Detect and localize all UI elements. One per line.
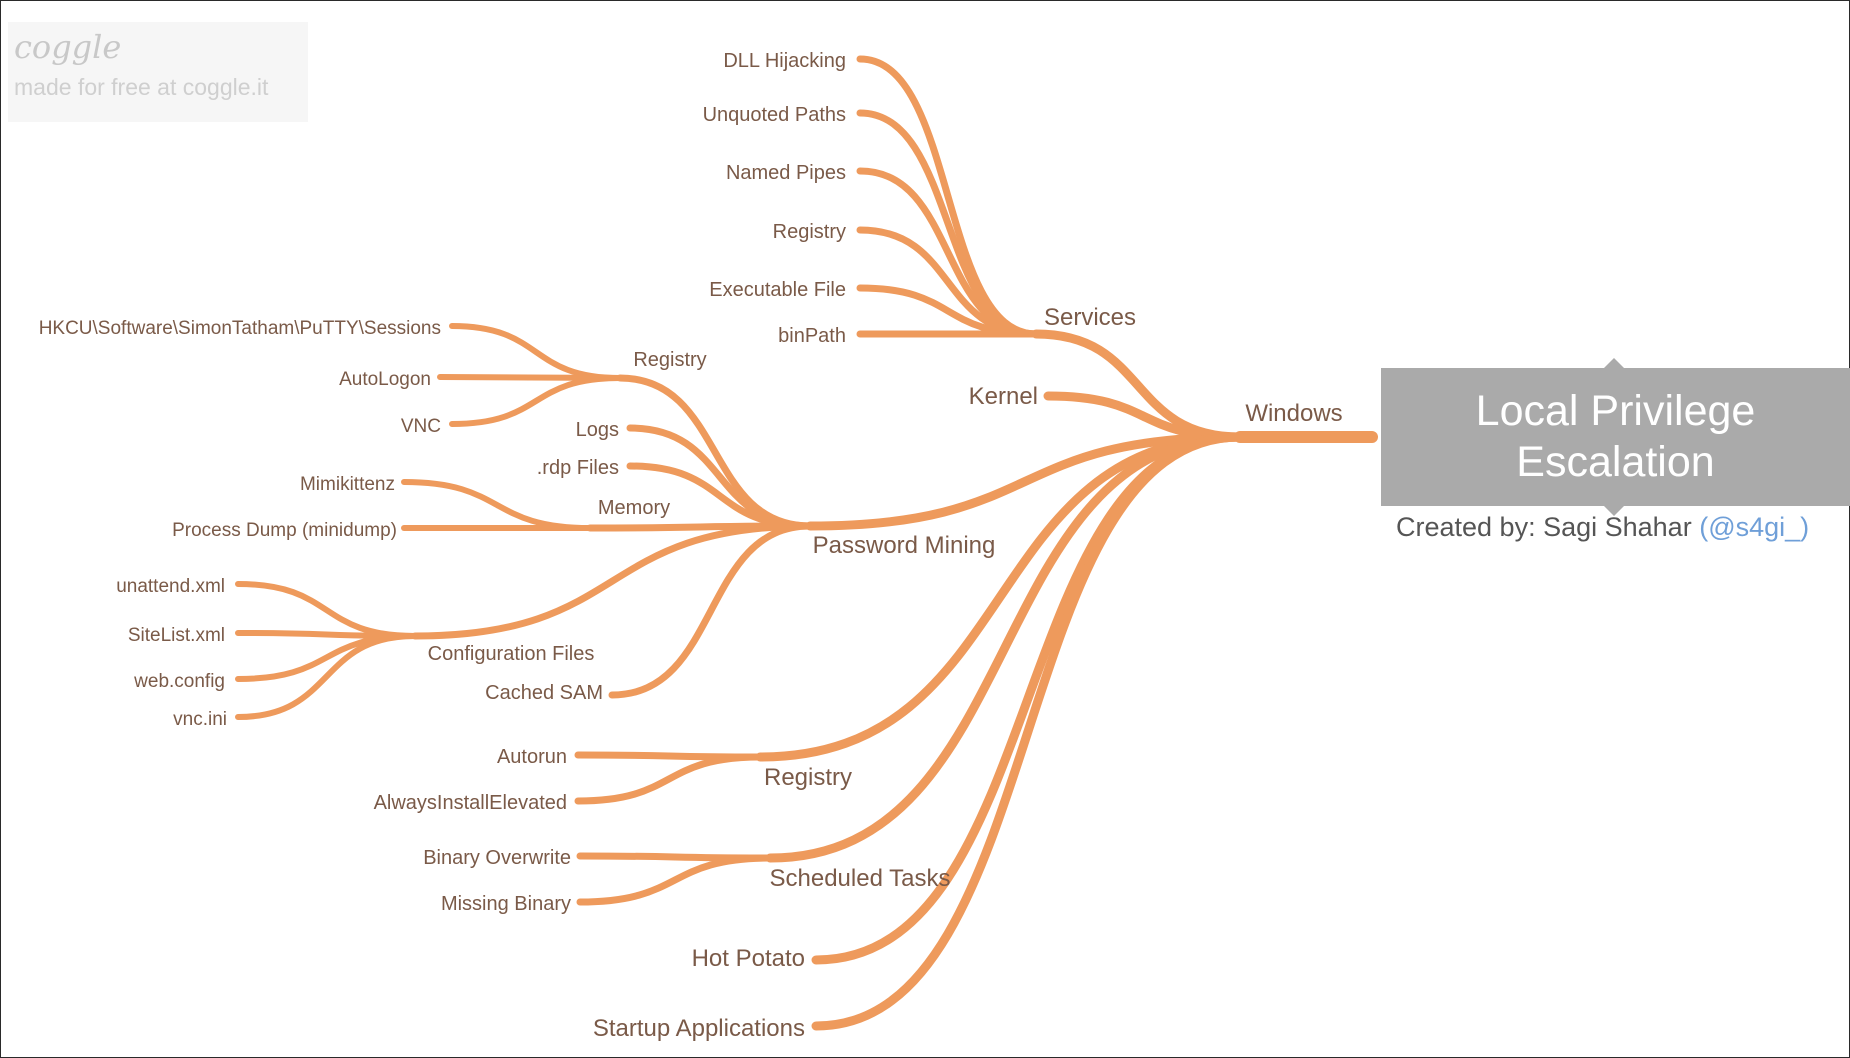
node-label[interactable]: HKCU\Software\SimonTatham\PuTTY\Sessions xyxy=(39,318,441,339)
branch-c2-3-0 xyxy=(401,479,593,531)
branch-c0 xyxy=(1031,329,1245,442)
node-label[interactable]: Autorun xyxy=(497,746,567,768)
node-label[interactable]: VNC xyxy=(401,416,441,437)
branch-c2-4-0 xyxy=(235,581,418,639)
node-label[interactable]: AutoLogon xyxy=(339,369,431,390)
root-node[interactable]: Local Privilege Escalation xyxy=(1381,368,1850,506)
branch-c2-5 xyxy=(608,522,814,699)
node-label[interactable]: Configuration Files xyxy=(428,643,595,665)
branch-c2-0-2 xyxy=(449,375,623,427)
node-label[interactable]: Missing Binary xyxy=(441,893,571,915)
branch-c4-1 xyxy=(576,854,774,906)
credit-handle-link[interactable]: (@s4gi_) xyxy=(1699,512,1810,542)
branch-c2-0-0 xyxy=(449,323,623,381)
node-label[interactable]: Logs xyxy=(576,419,619,441)
coggle-watermark: coggle made for free at coggle.it xyxy=(8,22,308,122)
node-label[interactable]: Binary Overwrite xyxy=(423,847,571,869)
coggle-tagline: made for free at coggle.it xyxy=(14,74,269,100)
node-label[interactable]: Mimikittenz xyxy=(300,474,395,495)
node-label[interactable]: unattend.xml xyxy=(116,576,225,597)
node-label[interactable]: Services xyxy=(1044,304,1136,331)
author-credit: Created by: Sagi Shahar (@s4gi_) xyxy=(1396,512,1809,543)
branch-c4 xyxy=(765,432,1245,863)
branch-c6 xyxy=(811,432,1245,1031)
credit-author: Created by: Sagi Shahar xyxy=(1396,512,1692,542)
branch-c3-1 xyxy=(574,753,764,805)
node-label[interactable]: SiteList.xml xyxy=(128,625,225,646)
node-label[interactable]: Cached SAM xyxy=(485,682,603,704)
node-label[interactable]: Named Pipes xyxy=(726,162,846,184)
node-label[interactable]: Kernel xyxy=(969,383,1038,410)
node-label[interactable]: AlwaysInstallElevated xyxy=(374,792,567,814)
node-label[interactable]: Registry xyxy=(764,764,852,791)
root-title: Local Privilege Escalation xyxy=(1475,387,1756,486)
branch-c3 xyxy=(755,432,1245,762)
node-label[interactable]: Registry xyxy=(633,349,706,371)
node-label[interactable]: Executable File xyxy=(709,279,846,301)
branch-c2-4-3 xyxy=(235,633,418,720)
node-label[interactable]: web.config xyxy=(133,671,225,692)
node-label[interactable]: Unquoted Paths xyxy=(703,104,846,126)
node-label[interactable]: Windows xyxy=(1245,400,1342,427)
coggle-logo: coggle xyxy=(14,28,122,66)
node-label[interactable]: Hot Potato xyxy=(692,945,805,972)
node-label[interactable]: Startup Applications xyxy=(593,1015,805,1042)
node-label[interactable]: Scheduled Tasks xyxy=(769,865,950,892)
node-label[interactable]: Process Dump (minidump) xyxy=(172,520,397,541)
node-label[interactable]: binPath xyxy=(778,325,846,347)
branch-links xyxy=(235,55,1378,1031)
root-notch-bottom xyxy=(1604,506,1624,516)
root-notch-top xyxy=(1604,358,1624,368)
branch-c0-1 xyxy=(856,109,1040,338)
node-label[interactable]: vnc.ini xyxy=(173,709,227,730)
node-label[interactable]: Memory xyxy=(598,497,670,519)
node-label[interactable]: Registry xyxy=(773,221,846,243)
node-label[interactable]: .rdp Files xyxy=(537,457,619,479)
node-label[interactable]: DLL Hijacking xyxy=(723,50,846,72)
node-label[interactable]: Password Mining xyxy=(813,532,996,559)
branch-c2-4 xyxy=(411,522,814,640)
branch-c2 xyxy=(805,432,1245,531)
